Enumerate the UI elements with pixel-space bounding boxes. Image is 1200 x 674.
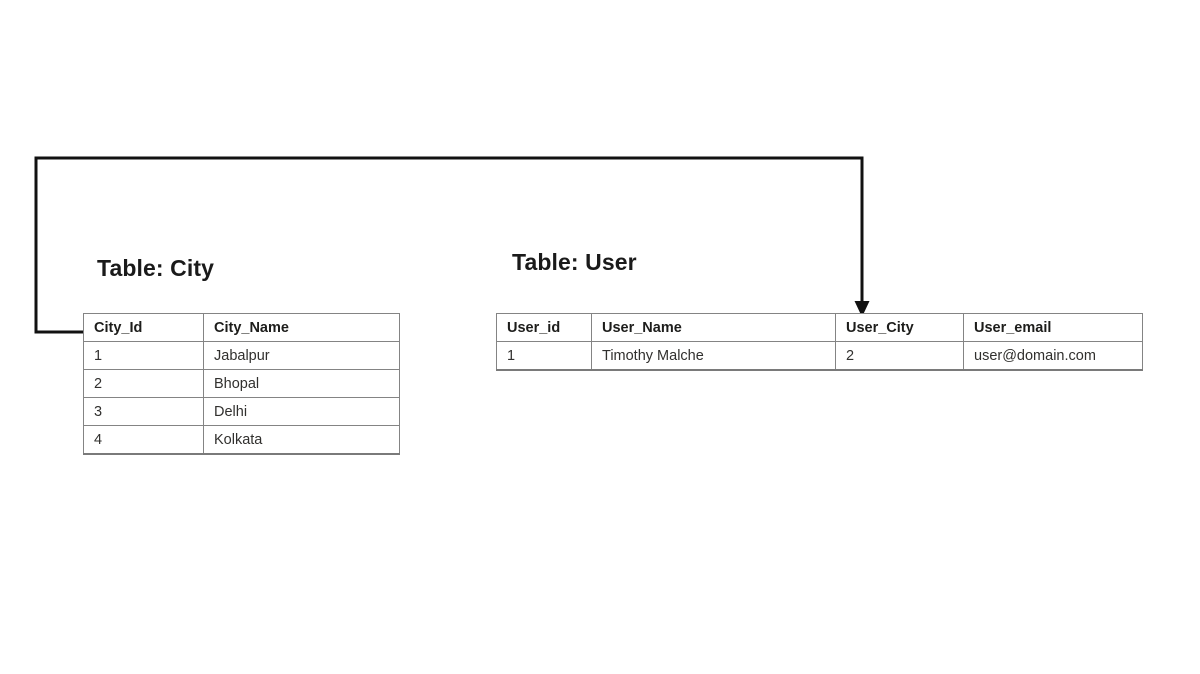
city-cell-id: 1 [83, 341, 204, 370]
user-table-header-row: User_id User_Name User_City User_email [496, 313, 1143, 342]
city-cell-id: 4 [83, 425, 204, 455]
user-header-user-name: User_Name [591, 313, 836, 342]
city-table: City_Id City_Name 1 Jabalpur 2 Bhopal 3 … [83, 313, 400, 455]
user-cell-email: user@domain.com [963, 341, 1143, 371]
city-header-city-name: City_Name [203, 313, 400, 342]
user-cell-id: 1 [496, 341, 592, 371]
table-row: 1 Jabalpur [83, 341, 400, 370]
city-cell-id: 2 [83, 369, 204, 398]
table-row: 4 Kolkata [83, 425, 400, 455]
city-cell-id: 3 [83, 397, 204, 426]
user-cell-city: 2 [835, 341, 964, 371]
city-table-header-row: City_Id City_Name [83, 313, 400, 342]
user-table-title: Table: User [512, 249, 637, 275]
user-header-user-email: User_email [963, 313, 1143, 342]
city-cell-name: Bhopal [203, 369, 400, 398]
city-table-title: Table: City [97, 255, 214, 281]
connector-path [34, 156, 864, 334]
table-row: 2 Bhopal [83, 369, 400, 398]
city-cell-name: Jabalpur [203, 341, 400, 370]
user-cell-name: Timothy Malche [591, 341, 836, 371]
user-header-user-id: User_id [496, 313, 592, 342]
city-cell-name: Kolkata [203, 425, 400, 455]
user-header-user-city: User_City [835, 313, 964, 342]
city-cell-name: Delhi [203, 397, 400, 426]
table-row: 3 Delhi [83, 397, 400, 426]
city-header-city-id: City_Id [83, 313, 204, 342]
user-table: User_id User_Name User_City User_email 1… [496, 313, 1143, 371]
table-row: 1 Timothy Malche 2 user@domain.com [496, 341, 1143, 371]
